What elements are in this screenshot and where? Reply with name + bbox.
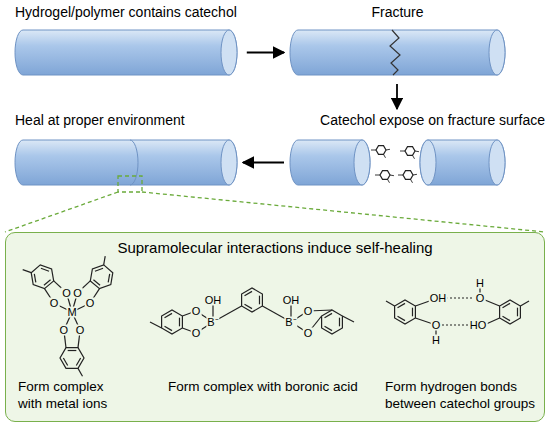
interaction-caption: Form complex with boronic acid xyxy=(168,378,373,395)
hydroxyl-stub xyxy=(384,154,386,157)
zoom-line xyxy=(5,192,118,232)
healed-cylinder: Heal at proper environment xyxy=(15,112,237,187)
atom-symbol: O xyxy=(303,328,314,339)
atom-symbol: O xyxy=(475,293,486,304)
hydroxyl-stub xyxy=(413,155,415,158)
step-label: Catechol expose on fracture surface xyxy=(290,112,545,128)
process-arrow xyxy=(243,162,284,164)
benzene-ring xyxy=(405,147,415,156)
atom-symbol: O xyxy=(61,287,72,298)
atom-symbol: OH xyxy=(204,295,223,306)
polymer-link xyxy=(398,175,403,176)
double-bond xyxy=(179,318,180,327)
hydroxyl-stub xyxy=(386,149,390,151)
separated-cylinder: Catechol expose on fracture surface xyxy=(290,112,545,187)
atom-symbol: B⁻ xyxy=(284,317,297,328)
atom-symbol: HO xyxy=(469,320,488,331)
polymer-link xyxy=(371,150,376,151)
atom-symbol: B⁻ xyxy=(206,317,219,328)
zoom-lines xyxy=(5,176,545,232)
zoom-frame xyxy=(118,176,142,192)
hydroxyl-stub xyxy=(390,175,394,177)
step-label: Fracture xyxy=(290,4,505,20)
step-label: Hydrogel/polymer contains catechol xyxy=(15,4,241,20)
atom-symbol: H xyxy=(475,278,485,289)
atom-symbol: O xyxy=(75,325,86,336)
atom-symbol: O xyxy=(191,306,202,317)
process-arrow xyxy=(247,52,284,54)
fractured-cylinder: Fracture xyxy=(290,4,505,77)
atom-symbol: O xyxy=(431,320,442,331)
atom-symbol: O xyxy=(49,298,60,309)
atom-symbol: O xyxy=(85,298,96,309)
hydroxyl-stub xyxy=(411,179,413,182)
zoom-line xyxy=(142,192,545,232)
atom-symbol: O xyxy=(59,325,70,336)
double-bond xyxy=(412,308,413,317)
process-arrow xyxy=(396,84,398,109)
hydroxyl-stub xyxy=(388,179,390,182)
atom-symbol: OH xyxy=(429,293,448,304)
atom-symbol: H xyxy=(431,335,441,346)
benzene-ring xyxy=(380,171,390,180)
double-bond xyxy=(259,296,260,305)
polymer-link xyxy=(400,151,405,152)
atom-symbol: O xyxy=(303,306,314,317)
atom-symbol: OH xyxy=(282,295,301,306)
double-bond xyxy=(68,350,77,351)
benzene-ring xyxy=(376,146,386,155)
intact-cylinder: Hydrogel/polymer contains catechol xyxy=(15,4,241,77)
atom-symbol: M xyxy=(66,307,77,318)
interaction-caption: Form hydrogen bonds between catechol gro… xyxy=(385,378,545,412)
hydroxyl-stub xyxy=(413,174,417,176)
benzene-ring xyxy=(403,171,413,180)
step-label: Heal at proper environment xyxy=(15,112,237,128)
panel-heading: Supramolecular interactions induce self-… xyxy=(6,233,544,257)
double-bond xyxy=(517,308,518,317)
double-bond xyxy=(339,318,340,327)
interaction-caption: Form complex with metal ions xyxy=(18,378,118,412)
hydroxyl-stub xyxy=(415,151,419,153)
atom-symbol: O xyxy=(72,287,83,298)
atom-symbol: O xyxy=(191,328,202,339)
polymer-link xyxy=(375,175,380,176)
